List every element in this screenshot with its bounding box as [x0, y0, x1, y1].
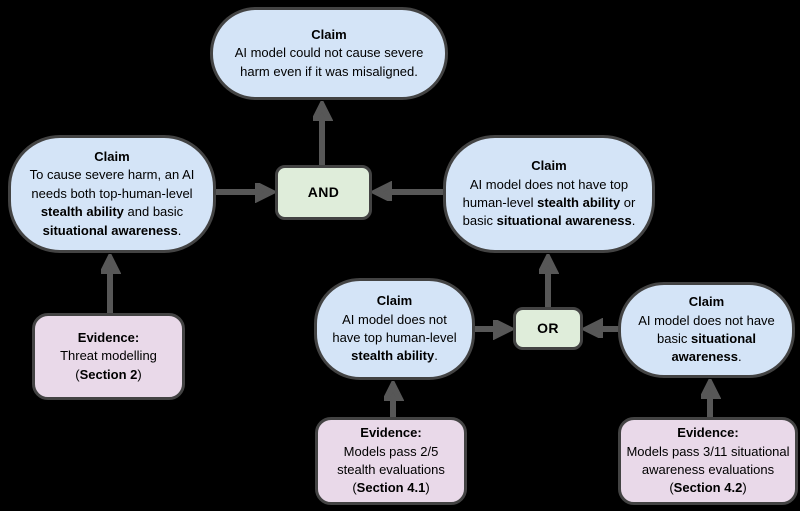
gate-label: AND	[307, 183, 340, 200]
text-segment: )	[137, 366, 142, 382]
gate-label: OR	[537, 319, 559, 336]
claim-body: AI model could not cause severe harm eve…	[225, 44, 433, 81]
evidence-title: Evidence:	[77, 329, 140, 345]
evidence-box-stealth-evaluations: Evidence: Models pass 2/5 stealth evalua…	[315, 417, 467, 505]
claim-box-lacks-either-ability: Claim AI model does not have top human-l…	[443, 135, 655, 253]
evidence-body: Threat modelling (Section 2)	[47, 347, 170, 384]
text-segment: AI model could not cause severe harm eve…	[234, 45, 424, 79]
and-gate: AND	[275, 165, 372, 220]
text-segment: Models pass 2/5 stealth evaluations (	[337, 443, 445, 496]
text-segment: or basic	[462, 195, 636, 229]
text-segment: .	[434, 348, 438, 364]
text-segment: .	[737, 349, 742, 365]
claim-body: AI model does not have top human-level s…	[458, 176, 640, 231]
text-segment: AI model does not have basic	[638, 312, 775, 346]
claim-box-needs-both-abilities: Claim To cause severe harm, an AI needs …	[8, 135, 216, 253]
text-segment-bold: stealth ability	[351, 348, 435, 364]
text-segment-bold: situational awareness	[496, 213, 632, 229]
text-segment-bold: stealth ability	[537, 195, 621, 210]
text-segment: AI model does not have top human-level	[462, 176, 629, 210]
claim-title: Claim	[311, 26, 347, 42]
evidence-title: Evidence:	[677, 425, 739, 441]
claim-title: Claim	[376, 293, 413, 309]
or-gate: OR	[513, 307, 583, 350]
text-segment: Threat modelling (	[60, 348, 157, 382]
text-segment: )	[425, 480, 430, 496]
claim-body: AI model does not have top human-level s…	[331, 311, 458, 366]
claim-box-no-severe-harm: Claim AI model could not cause severe ha…	[210, 7, 448, 100]
evidence-box-threat-modelling: Evidence: Threat modelling (Section 2)	[32, 313, 185, 400]
text-segment-bold: Section 4.1	[356, 480, 426, 496]
evidence-body: Models pass 2/5 stealth evaluations (Sec…	[326, 443, 456, 498]
text-segment-bold: Section 2	[79, 366, 138, 382]
text-segment-bold: situational awareness	[42, 222, 178, 238]
claim-title: Claim	[688, 294, 725, 310]
claim-box-no-situational-awareness: Claim AI model does not have basic situa…	[618, 282, 795, 378]
claim-body: To cause severe harm, an AI needs both t…	[23, 166, 201, 240]
text-segment: )	[742, 480, 747, 496]
text-segment-bold: stealth ability	[40, 204, 124, 220]
text-segment: To cause severe harm, an AI needs both t…	[29, 167, 195, 201]
text-segment-bold: situational awareness	[671, 331, 756, 365]
claim-title: Claim	[531, 158, 567, 174]
evidence-body: Models pass 3/11 situational awareness e…	[626, 443, 790, 498]
claim-box-no-stealth-ability: Claim AI model does not have top human-l…	[314, 278, 475, 380]
text-segment-bold: Section 4.2	[673, 480, 743, 496]
text-segment: Models pass 3/11 situational awareness e…	[626, 443, 790, 496]
text-segment: AI model does not have top human-level	[332, 311, 457, 345]
text-segment: .	[177, 222, 182, 238]
text-segment: .	[631, 213, 636, 229]
evidence-title: Evidence:	[360, 425, 422, 441]
text-segment: and basic	[123, 204, 184, 220]
claim-body: AI model does not have basic situational…	[633, 312, 780, 367]
claim-title: Claim	[94, 148, 130, 164]
evidence-box-situational-awareness-evaluations: Evidence: Models pass 3/11 situational a…	[618, 417, 798, 505]
